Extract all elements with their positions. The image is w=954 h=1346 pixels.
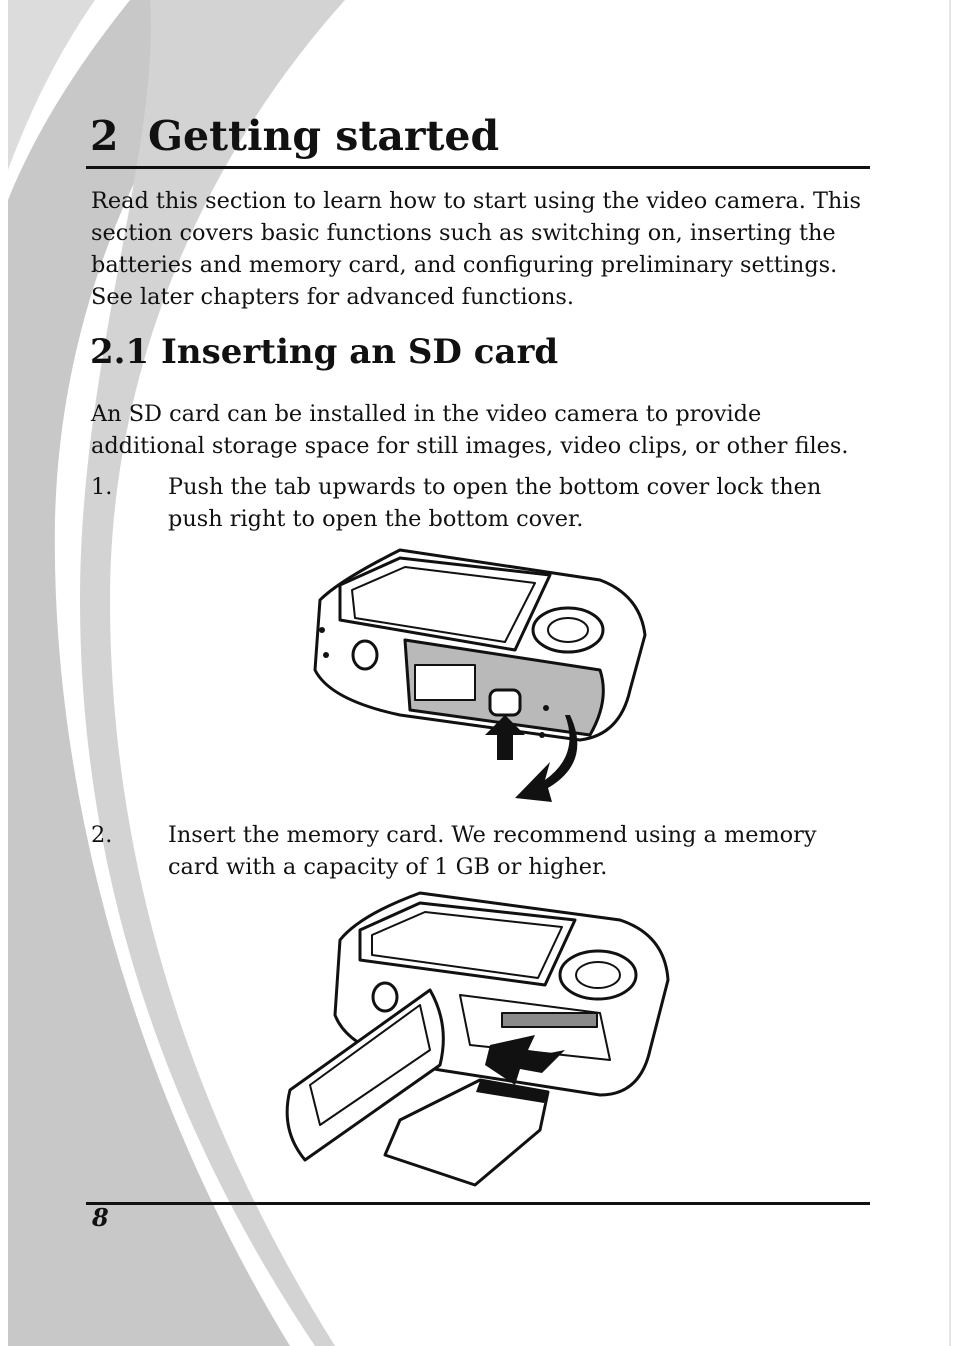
camera-insert-card-illustration (285, 891, 670, 1187)
step-text: Insert the memory card. We recommend usi… (168, 822, 817, 880)
chapter-number: 2 (90, 112, 119, 160)
chapter-intro: Read this section to learn how to start … (91, 188, 861, 310)
page-number: 8 (92, 1203, 109, 1232)
chapter-title: 2 Getting started (90, 112, 499, 161)
step-text: Push the tab upwards to open the bottom … (168, 474, 822, 532)
section-intro: An SD card can be installed in the video… (91, 401, 849, 459)
section-title: 2.1 Inserting an SD card (90, 332, 559, 372)
step-number: 2. (91, 822, 113, 848)
chapter-title-rule (86, 166, 870, 169)
footer-rule (86, 1202, 870, 1205)
chapter-title-text: Getting started (148, 112, 500, 160)
camera-open-cover-illustration (313, 548, 647, 802)
step-number: 1. (91, 474, 113, 500)
